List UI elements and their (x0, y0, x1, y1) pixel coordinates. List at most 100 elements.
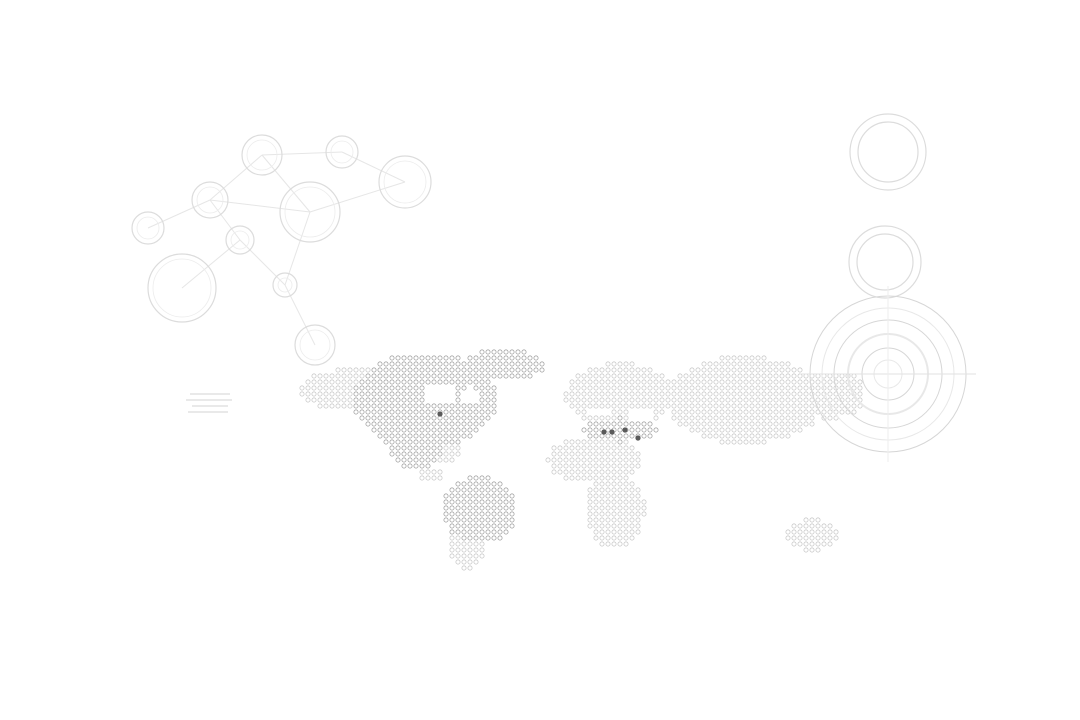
map-dot (425, 379, 431, 385)
map-dot (461, 487, 467, 493)
map-dot (605, 451, 611, 457)
map-dot (455, 487, 461, 493)
map-dot (707, 421, 713, 427)
map-dot (563, 439, 569, 445)
map-dot (467, 427, 473, 433)
map-dot (803, 421, 809, 427)
map-dot (359, 397, 365, 403)
map-dot (503, 349, 509, 355)
map-dot (329, 385, 335, 391)
map-dot (785, 403, 791, 409)
map-dot (791, 379, 797, 385)
map-dot (827, 397, 833, 403)
map-dot (467, 481, 473, 487)
map-dot (623, 433, 629, 439)
map-dot (503, 355, 509, 361)
map-dot (719, 361, 725, 367)
map-dot (593, 445, 599, 451)
map-dot (461, 535, 467, 541)
map-dot (611, 361, 617, 367)
map-dot (425, 367, 431, 373)
map-dot (449, 541, 455, 547)
map-dot (611, 445, 617, 451)
map-dot (419, 373, 425, 379)
map-dot (761, 361, 767, 367)
map-dot (629, 493, 635, 499)
map-dot (449, 403, 455, 409)
map-dot (557, 457, 563, 463)
map-dot (581, 451, 587, 457)
map-dot (737, 415, 743, 421)
map-dot (467, 475, 473, 481)
map-dot (785, 415, 791, 421)
map-dot (677, 415, 683, 421)
map-dot (365, 409, 371, 415)
map-dot (509, 373, 515, 379)
map-dot (593, 475, 599, 481)
map-dot (371, 367, 377, 373)
map-dot (479, 499, 485, 505)
map-dot (467, 409, 473, 415)
map-dot (599, 499, 605, 505)
map-dot (581, 415, 587, 421)
map-dot (491, 511, 497, 517)
map-dot (569, 385, 575, 391)
map-dot (455, 385, 461, 391)
map-dot (635, 463, 641, 469)
map-dot (377, 415, 383, 421)
map-dot (659, 385, 665, 391)
map-dot (383, 427, 389, 433)
map-dot (383, 373, 389, 379)
map-dot (449, 523, 455, 529)
map-dot (431, 361, 437, 367)
map-dot (779, 427, 785, 433)
map-dot (773, 385, 779, 391)
map-dot (575, 463, 581, 469)
map-dot (413, 367, 419, 373)
map-dot (791, 385, 797, 391)
map-dot (833, 415, 839, 421)
map-dot (785, 433, 791, 439)
map-dot (593, 451, 599, 457)
map-dot (425, 427, 431, 433)
map-dot (599, 481, 605, 487)
map-dot (773, 421, 779, 427)
map-dot (653, 379, 659, 385)
map-dot (335, 403, 341, 409)
map-dot (461, 493, 467, 499)
map-dot (635, 403, 641, 409)
map-dot (563, 391, 569, 397)
network-link (261, 151, 343, 156)
map-dot (683, 373, 689, 379)
map-dot (731, 433, 737, 439)
map-dot (725, 361, 731, 367)
map-dot (701, 421, 707, 427)
map-dot (311, 373, 317, 379)
map-dot (755, 373, 761, 379)
map-dot (461, 553, 467, 559)
map-dot (773, 415, 779, 421)
map-dot (455, 403, 461, 409)
map-dot (419, 385, 425, 391)
map-dot (809, 529, 815, 535)
map-dot (497, 355, 503, 361)
map-dot (581, 403, 587, 409)
map-dot (779, 373, 785, 379)
map-dot (713, 391, 719, 397)
map-dot (431, 403, 437, 409)
map-dot (791, 427, 797, 433)
map-dot (335, 367, 341, 373)
map-dot (641, 433, 647, 439)
map-dot (689, 409, 695, 415)
map-dot (455, 481, 461, 487)
map-dot (737, 433, 743, 439)
map-dot (599, 439, 605, 445)
map-dot (839, 385, 845, 391)
network-link (341, 151, 406, 183)
map-dot (347, 403, 353, 409)
map-dot (653, 373, 659, 379)
map-dot (419, 469, 425, 475)
map-dot (503, 505, 509, 511)
map-dot (359, 367, 365, 373)
map-dot (629, 397, 635, 403)
